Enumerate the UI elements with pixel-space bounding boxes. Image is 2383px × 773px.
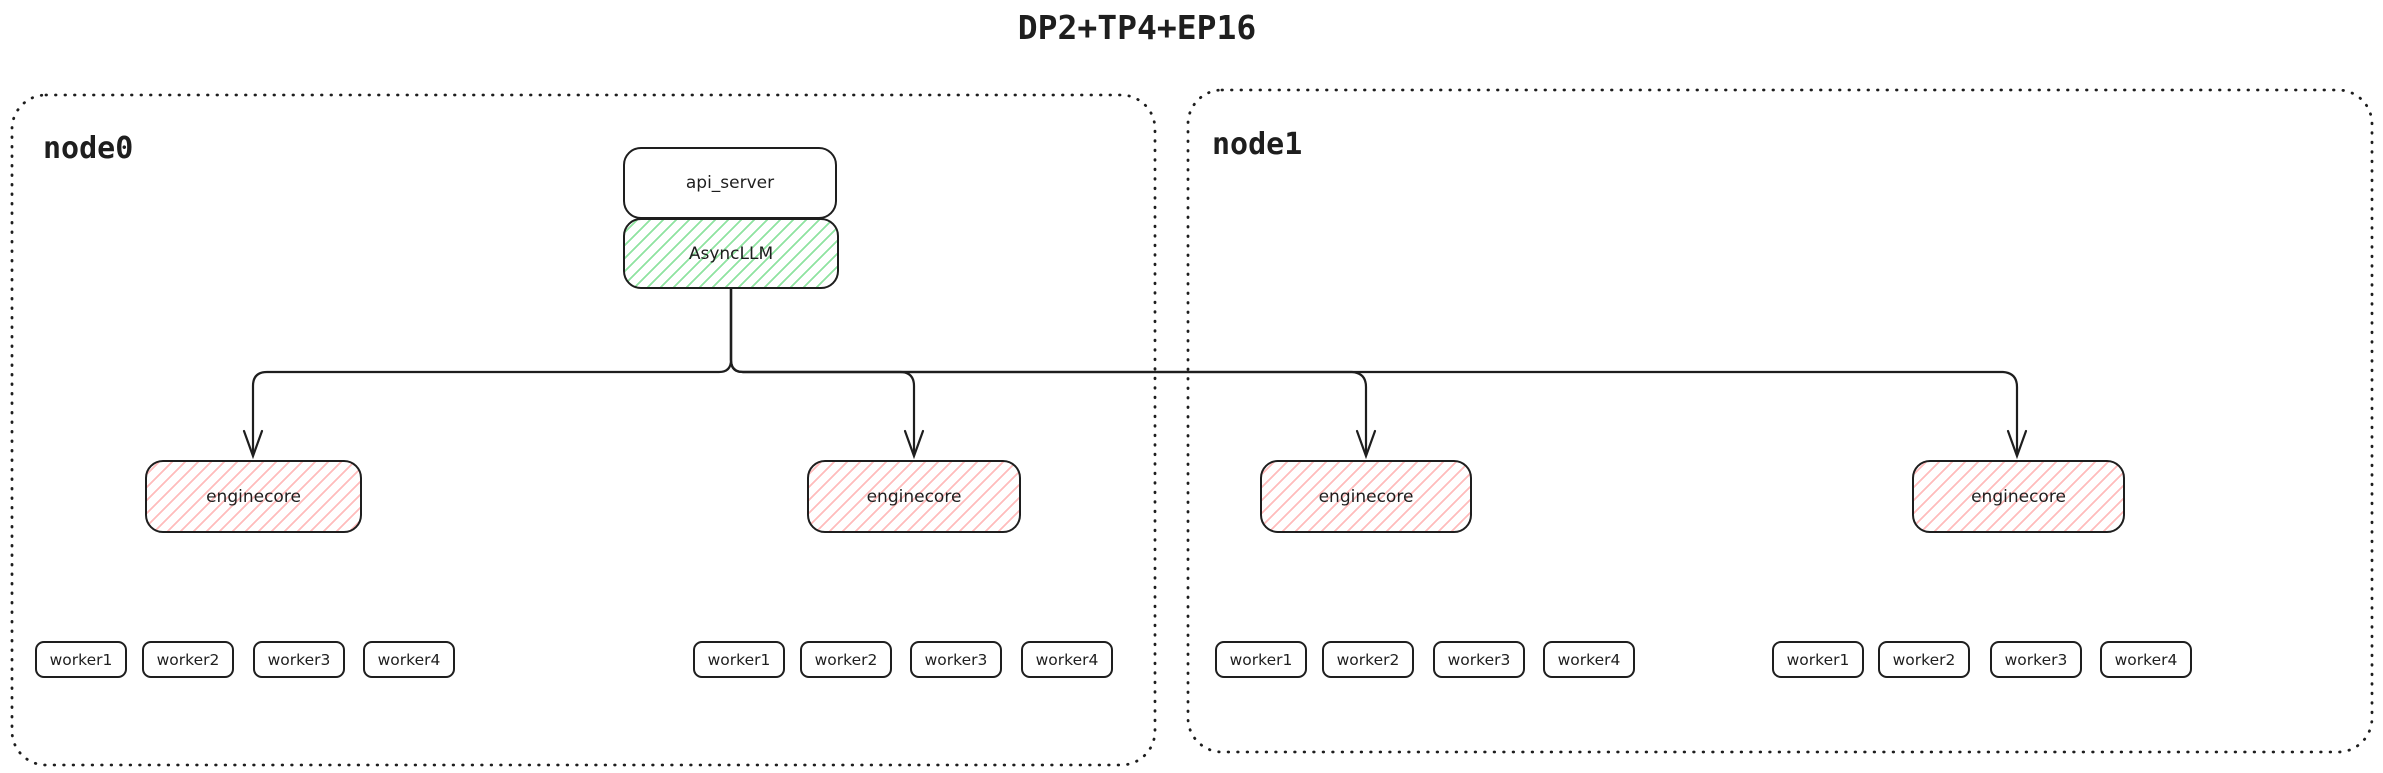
worker-box: worker3	[1433, 641, 1525, 678]
worker-label: worker2	[156, 650, 220, 669]
arrow-enginecore-1	[251, 287, 733, 454]
api-server-label: api_server	[685, 173, 775, 193]
worker-box: worker2	[1878, 641, 1970, 678]
worker-label: worker1	[49, 650, 113, 669]
node0-label: node0	[43, 131, 134, 166]
asyncllm-box: AsyncLLM	[623, 218, 839, 289]
arrowhead-4	[2006, 429, 2028, 460]
api-server-box: api_server	[623, 147, 837, 219]
enginecore-box-2: enginecore	[807, 460, 1021, 533]
enginecore-box-1: enginecore	[145, 460, 362, 533]
enginecore-box-4: enginecore	[1912, 460, 2125, 533]
enginecore-label: enginecore	[866, 486, 962, 507]
worker-box: worker2	[800, 641, 892, 678]
worker-label: worker1	[707, 650, 771, 669]
worker-label: worker2	[1892, 650, 1956, 669]
asyncllm-to-enginecore-arrows	[242, 287, 2028, 460]
worker-label: worker3	[1447, 650, 1511, 669]
worker-label: worker4	[1035, 650, 1099, 669]
worker-box: worker4	[2100, 641, 2192, 678]
asyncllm-label: AsyncLLM	[688, 243, 774, 264]
enginecore-label: enginecore	[206, 486, 301, 507]
worker-box: worker1	[693, 641, 785, 678]
worker-box: worker1	[1772, 641, 1864, 678]
enginecore-box-3: enginecore	[1260, 460, 1472, 533]
worker-label: worker1	[1786, 650, 1850, 669]
worker-label: worker4	[377, 650, 441, 669]
arrow-enginecore-2	[729, 287, 916, 454]
node1-label: node1	[1212, 127, 1303, 162]
worker-box: worker4	[1021, 641, 1113, 678]
node1-container	[1186, 88, 2374, 754]
diagram-title: DP2+TP4+EP16	[1017, 8, 1257, 47]
enginecore-label: enginecore	[1971, 486, 2066, 507]
worker-box: worker4	[1543, 641, 1635, 678]
arrowhead-2	[903, 429, 925, 460]
arrowhead-1	[242, 429, 264, 460]
worker-label: worker4	[2114, 650, 2178, 669]
worker-box: worker4	[363, 641, 455, 678]
arrow-enginecore-3	[729, 287, 1368, 454]
worker-box: worker3	[910, 641, 1002, 678]
worker-label: worker2	[1336, 650, 1400, 669]
worker-box: worker2	[142, 641, 234, 678]
worker-label: worker3	[267, 650, 331, 669]
worker-label: worker2	[814, 650, 878, 669]
worker-box: worker1	[1215, 641, 1307, 678]
worker-box: worker2	[1322, 641, 1414, 678]
worker-box: worker1	[35, 641, 127, 678]
worker-label: worker1	[1229, 650, 1293, 669]
worker-label: worker3	[2004, 650, 2068, 669]
worker-box: worker3	[1990, 641, 2082, 678]
arrowhead-3	[1355, 429, 1377, 460]
worker-label: worker3	[924, 650, 988, 669]
worker-box: worker3	[253, 641, 345, 678]
enginecore-label: enginecore	[1318, 486, 1414, 507]
worker-label: worker4	[1557, 650, 1621, 669]
arrow-enginecore-4	[729, 287, 2019, 454]
